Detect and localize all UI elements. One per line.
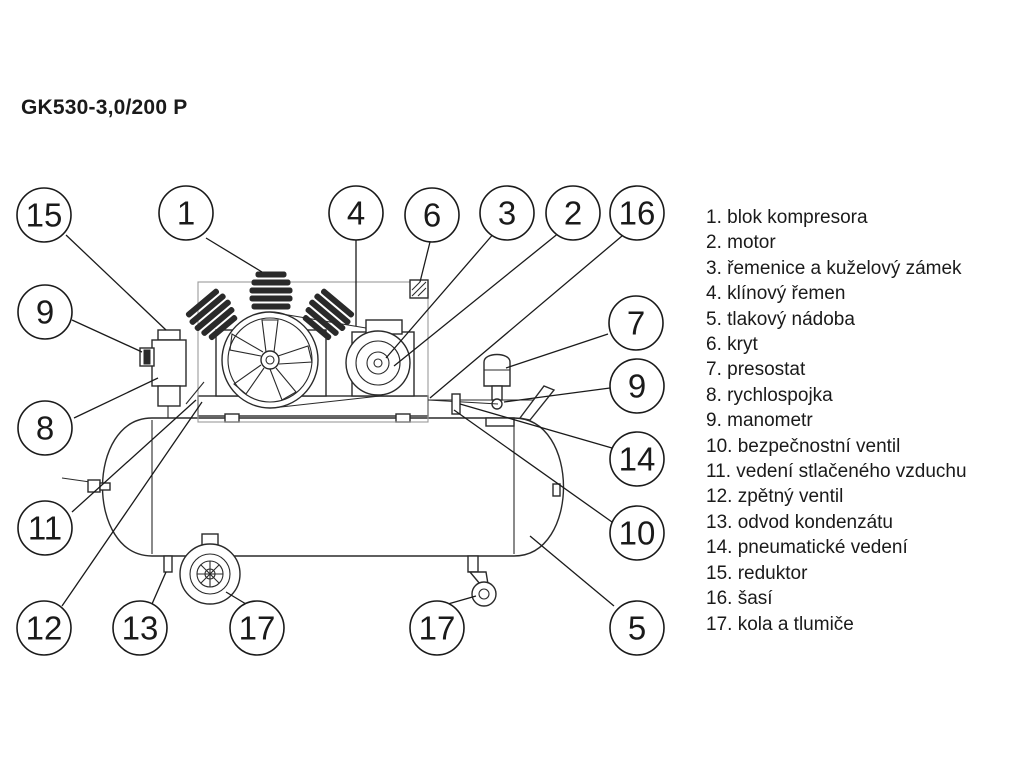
callout-14-label: 14	[619, 441, 656, 478]
callout-9-left: 9	[17, 284, 73, 340]
handle	[518, 385, 556, 421]
callout-14: 14	[609, 431, 665, 487]
belt-guard-frame	[197, 281, 429, 423]
legend-item: 2. motor	[706, 232, 776, 254]
legend-item: 13. odvod kondenzátu	[706, 511, 893, 533]
callout-6-label: 6	[423, 197, 441, 234]
legend-item: 8. rychlospojka	[706, 384, 833, 406]
legend-item: 9. manometr	[706, 410, 813, 432]
callout-8: 8	[17, 400, 73, 456]
callout-17-right: 17	[409, 600, 465, 656]
callout-5: 5	[609, 600, 665, 656]
legend-item: 1. blok kompresora	[706, 207, 868, 228]
caster-wheel	[467, 555, 497, 607]
callout-13-label: 13	[122, 610, 159, 647]
callout-11: 11	[17, 500, 73, 556]
callout-17-left-label: 17	[239, 610, 276, 647]
callout-10: 10	[609, 505, 665, 561]
callout-9-right: 9	[609, 358, 665, 414]
legend-item: 16. šasí	[706, 588, 773, 610]
callout-8-label: 8	[36, 410, 54, 447]
callout-17-left: 17	[229, 600, 285, 656]
compressor-drawing	[61, 271, 565, 607]
callout-4-label: 4	[347, 195, 365, 232]
callout-16: 16	[609, 185, 665, 241]
legend-item: 12. zpětný ventil	[706, 486, 844, 508]
callout-9-left-label: 9	[36, 294, 54, 331]
cover-hatch	[409, 279, 429, 299]
v-belt	[269, 311, 381, 409]
legend-item: 10. bezpečnostní ventil	[706, 435, 901, 457]
callout-2-label: 2	[564, 195, 582, 232]
callout-9-right-label: 9	[628, 368, 646, 405]
pressure-tank	[101, 417, 565, 557]
flywheel	[221, 311, 319, 409]
callout-12: 12	[16, 600, 72, 656]
legend-item: 15. reduktor	[706, 562, 808, 584]
callout-17-right-label: 17	[419, 610, 456, 647]
pneumatic-line	[427, 393, 515, 427]
legend-item: 4. klínový řemen	[706, 283, 846, 305]
callout-12-label: 12	[26, 610, 63, 647]
pressure-regulator	[139, 329, 205, 418]
legend-item: 14. pneumatické vedení	[706, 537, 908, 559]
callout-2: 2	[545, 185, 601, 241]
callout-3-label: 3	[498, 195, 516, 232]
callout-4: 4	[328, 185, 384, 241]
callout-7: 7	[608, 295, 664, 351]
callout-3: 3	[479, 185, 535, 241]
callout-16-label: 16	[619, 195, 656, 232]
pressure-switch	[483, 353, 511, 410]
legend-item: 7. presostat	[706, 359, 806, 381]
callout-10-label: 10	[619, 515, 656, 552]
motor-pulley	[345, 330, 411, 396]
drain	[163, 555, 173, 573]
legend-item: 11. vedení stlačeného vzduchu	[706, 461, 967, 483]
parts-legend: 1. blok kompresora 2. motor 3. řemenice …	[706, 205, 967, 637]
callout-5-label: 5	[628, 610, 646, 647]
leader-lines	[61, 231, 623, 607]
callout-1: 1	[158, 185, 214, 241]
callout-6: 6	[404, 187, 460, 243]
callout-7-label: 7	[627, 305, 645, 342]
legend-item: 3. řemenice a kuželový zámek	[706, 257, 962, 279]
rear-wheel	[179, 533, 241, 605]
legend-item: 17. kola a tlumiče	[706, 613, 854, 635]
callout-13: 13	[112, 600, 168, 656]
diagram-title: GK530-3,0/200 P	[21, 96, 188, 119]
legend-item: 5. tlakový nádoba	[706, 308, 855, 330]
legend-item: 6. kryt	[706, 334, 758, 356]
callout-1-label: 1	[177, 195, 195, 232]
callout-15-label: 15	[26, 197, 63, 234]
callout-15: 15	[16, 187, 72, 243]
callout-11-label: 11	[28, 510, 62, 547]
